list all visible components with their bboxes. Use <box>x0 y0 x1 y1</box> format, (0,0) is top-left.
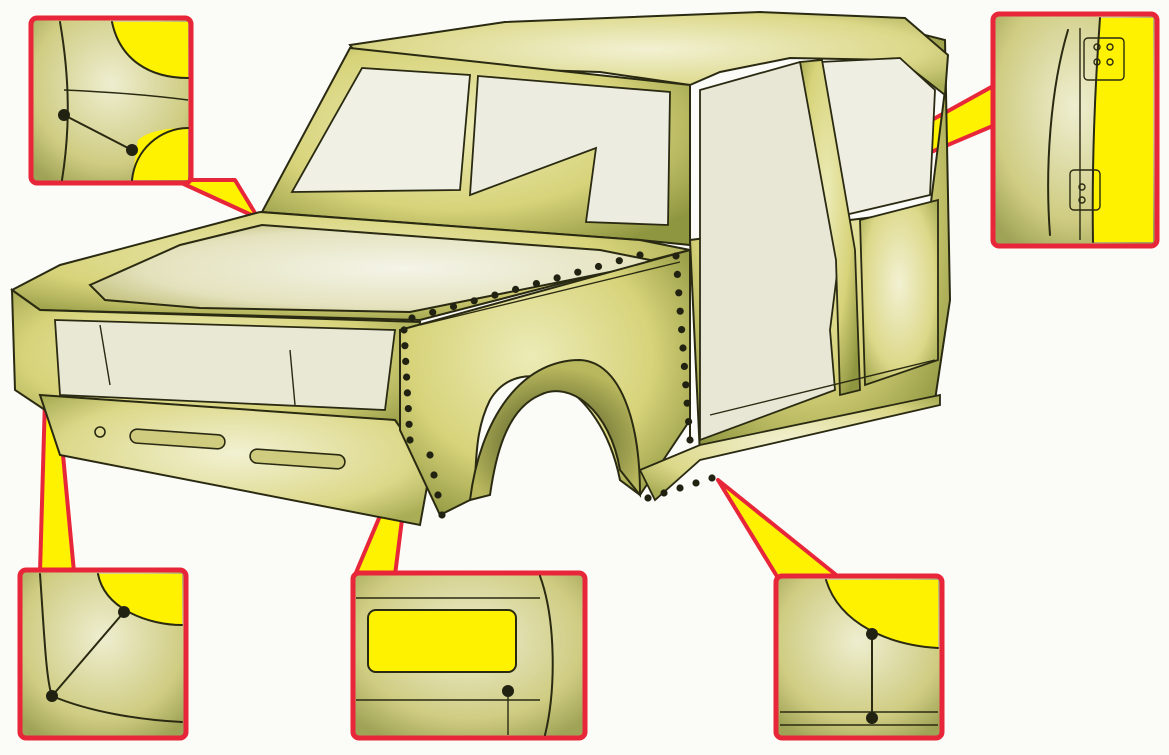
spot-weld <box>491 291 499 299</box>
spot-weld <box>430 471 438 479</box>
radiator-bracket-1 <box>99 324 111 386</box>
spot-weld <box>683 399 691 407</box>
callout-door-pillar <box>990 11 1160 249</box>
wheel-arch <box>468 358 642 502</box>
highlight-slot <box>367 609 517 673</box>
interior-floor-line <box>709 359 936 416</box>
spot-weld <box>574 268 582 276</box>
weld-point <box>58 109 70 121</box>
weld-point <box>1093 58 1101 66</box>
car-body <box>10 10 952 527</box>
panel-edge <box>97 573 183 626</box>
leader-sill <box>716 478 842 580</box>
spot-weld <box>403 389 411 397</box>
spot-weld <box>676 307 684 315</box>
spot-weld <box>511 285 520 293</box>
front-crossmember <box>38 393 432 527</box>
windshield-glass <box>290 67 471 193</box>
spot-weld <box>679 344 687 352</box>
spot-weld <box>403 373 411 381</box>
rear-door-panel <box>859 198 939 387</box>
panel-edge-lower <box>131 127 189 181</box>
pillar-edge <box>59 21 69 181</box>
spot-weld <box>594 262 603 271</box>
spot-weld <box>672 252 680 260</box>
weld-point <box>866 628 878 640</box>
spot-weld <box>408 314 416 322</box>
panel-edge <box>1091 17 1101 243</box>
spot-weld <box>404 405 412 413</box>
spot-weld <box>438 511 446 519</box>
weld-point <box>502 685 514 697</box>
reinforcement-plate-upper <box>1083 37 1125 81</box>
spot-weld <box>680 362 689 370</box>
crossmember-slot-2 <box>249 448 346 470</box>
spot-weld <box>470 297 478 305</box>
highlight-area <box>1092 18 1153 242</box>
highlight-area <box>98 574 182 625</box>
spot-weld <box>426 451 434 459</box>
spot-weld <box>708 474 716 482</box>
radiator-opening <box>54 319 397 411</box>
spot-weld <box>402 357 410 365</box>
weld-point <box>118 606 130 618</box>
weld-point <box>1093 43 1101 51</box>
leader-front-pillar-top <box>173 178 260 220</box>
fender-edge <box>539 575 554 736</box>
spot-weld <box>644 494 652 502</box>
weld-point <box>1078 196 1086 204</box>
callout-front-corner <box>17 567 189 741</box>
spot-weld <box>660 489 668 497</box>
spot-weld <box>429 308 437 316</box>
weld-point <box>46 690 58 702</box>
windshield-glass-right <box>469 75 671 226</box>
spot-weld <box>406 436 414 444</box>
radiator-bracket-2 <box>289 349 296 406</box>
panel-edge-upper <box>111 21 189 79</box>
spot-weld <box>682 381 690 389</box>
weld-point <box>1106 58 1114 66</box>
callout-front-pillar-top <box>28 15 194 186</box>
spot-weld <box>434 491 442 499</box>
spot-weld <box>678 326 686 334</box>
crossmember-slot-1 <box>129 428 226 450</box>
seam-line <box>63 89 189 101</box>
pillar-outer-edge <box>1047 29 1069 236</box>
callout-sill-joint <box>773 573 945 741</box>
door-sill <box>638 393 941 502</box>
spot-weld <box>532 280 541 288</box>
weld-connector <box>51 611 125 697</box>
spot-weld <box>673 270 682 278</box>
spot-weld <box>449 302 458 311</box>
weld-point <box>866 712 878 724</box>
spot-weld <box>615 257 623 265</box>
spot-weld <box>675 289 683 297</box>
highlight-area-upper <box>112 22 188 78</box>
spot-weld <box>553 274 561 282</box>
b-pillar <box>798 59 861 397</box>
spot-weld <box>685 418 693 426</box>
reinforcement-plate-lower <box>1069 169 1101 211</box>
spot-weld <box>636 251 644 259</box>
weld-point <box>1106 43 1114 51</box>
spot-weld <box>405 420 413 428</box>
weld-point <box>126 144 138 156</box>
highlight-area <box>826 580 938 648</box>
weld-point <box>1078 183 1086 191</box>
crossmember-hole <box>94 426 106 438</box>
callout-wheel-arch-panel <box>350 570 588 741</box>
spot-weld-rows <box>400 251 716 519</box>
spot-weld <box>692 479 700 487</box>
spot-weld <box>676 484 684 492</box>
weld-connector <box>63 114 133 151</box>
fender-crease <box>419 261 681 326</box>
spot-weld <box>686 436 694 444</box>
spot-weld <box>400 326 408 334</box>
spot-weld <box>401 342 409 350</box>
highlight-area-lower <box>132 128 188 180</box>
